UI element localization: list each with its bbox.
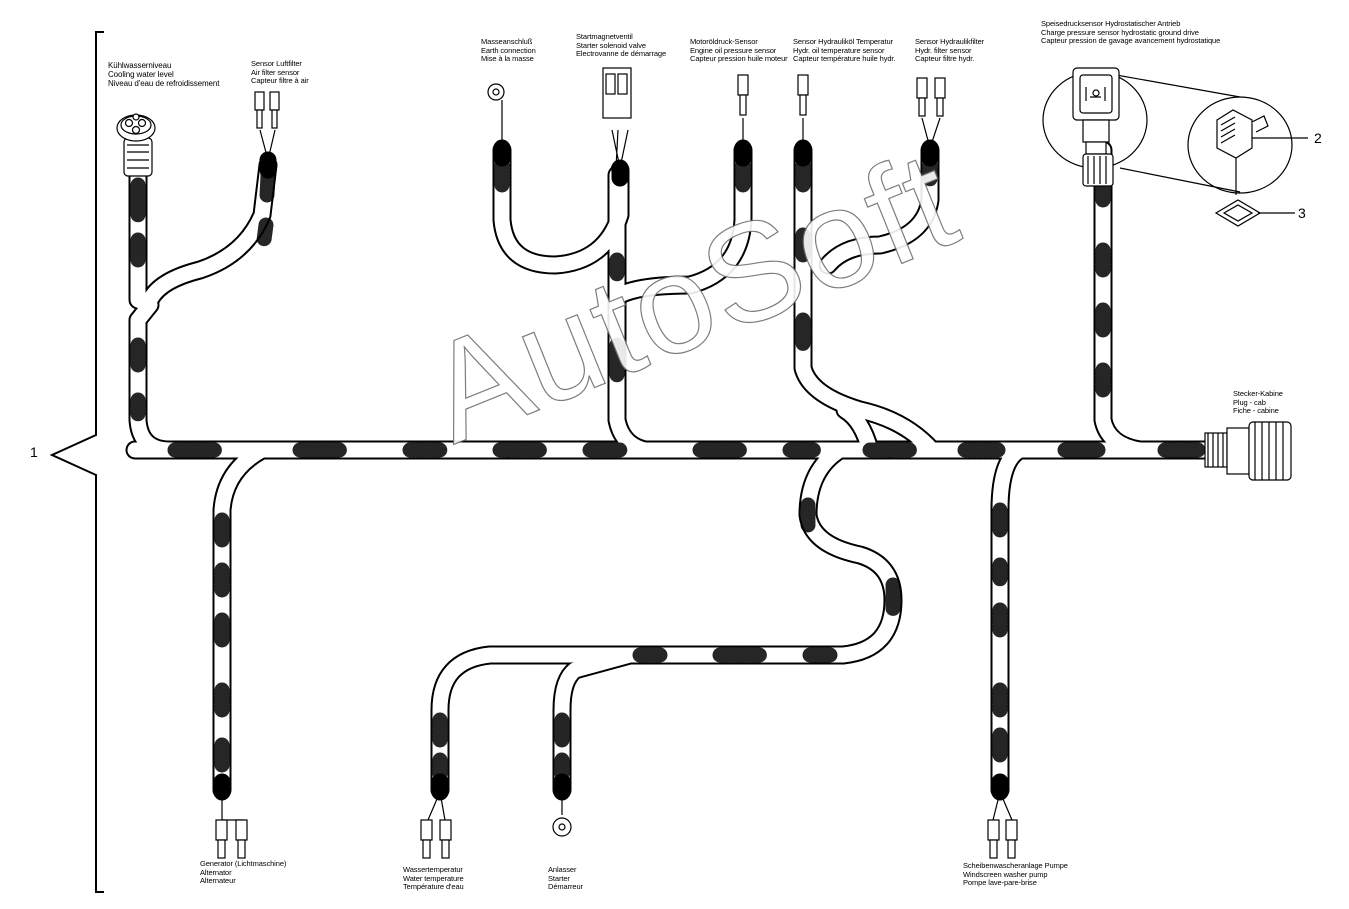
cab-plug — [1204, 421, 1292, 481]
callout-2: 2 — [1314, 130, 1322, 146]
charge-pressure-sensor — [1042, 67, 1308, 227]
harness-tubes — [125, 139, 1230, 801]
wire-terminals — [215, 67, 1018, 859]
callout-1: 1 — [30, 444, 38, 460]
label-charge-pressure-sensor: Speisedrucksensor Hydrostatischer Antrie… — [1041, 19, 1221, 45]
cooling-water-sensor — [116, 113, 156, 177]
callout-3: 3 — [1298, 205, 1306, 221]
assembly-bracket — [49, 31, 104, 893]
